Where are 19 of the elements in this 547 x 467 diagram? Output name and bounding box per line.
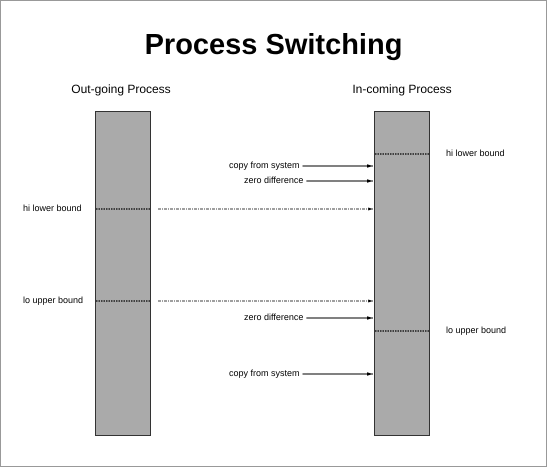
bound-label: lo upper bound — [23, 295, 84, 306]
arrow — [306, 179, 374, 183]
process-heading: Out-going Process — [70, 82, 172, 96]
process-bar — [374, 111, 430, 436]
process-heading: In-coming Process — [351, 82, 453, 96]
bound-label: lo upper bound — [446, 325, 506, 336]
arrow-label: zero difference — [244, 312, 304, 323]
arrow-label: copy from system — [229, 160, 300, 171]
arrow — [158, 300, 374, 302]
arrow — [302, 164, 374, 168]
arrow-label: zero difference — [244, 175, 304, 186]
bound-label: hi lower bound — [23, 203, 82, 214]
title: Process Switching — [144, 29, 404, 62]
arrow — [158, 208, 374, 210]
process-bar — [95, 111, 151, 436]
bound-label: hi lower bound — [446, 148, 505, 159]
arrow — [302, 372, 374, 376]
arrow — [306, 316, 374, 320]
arrow-label: copy from system — [229, 368, 300, 379]
